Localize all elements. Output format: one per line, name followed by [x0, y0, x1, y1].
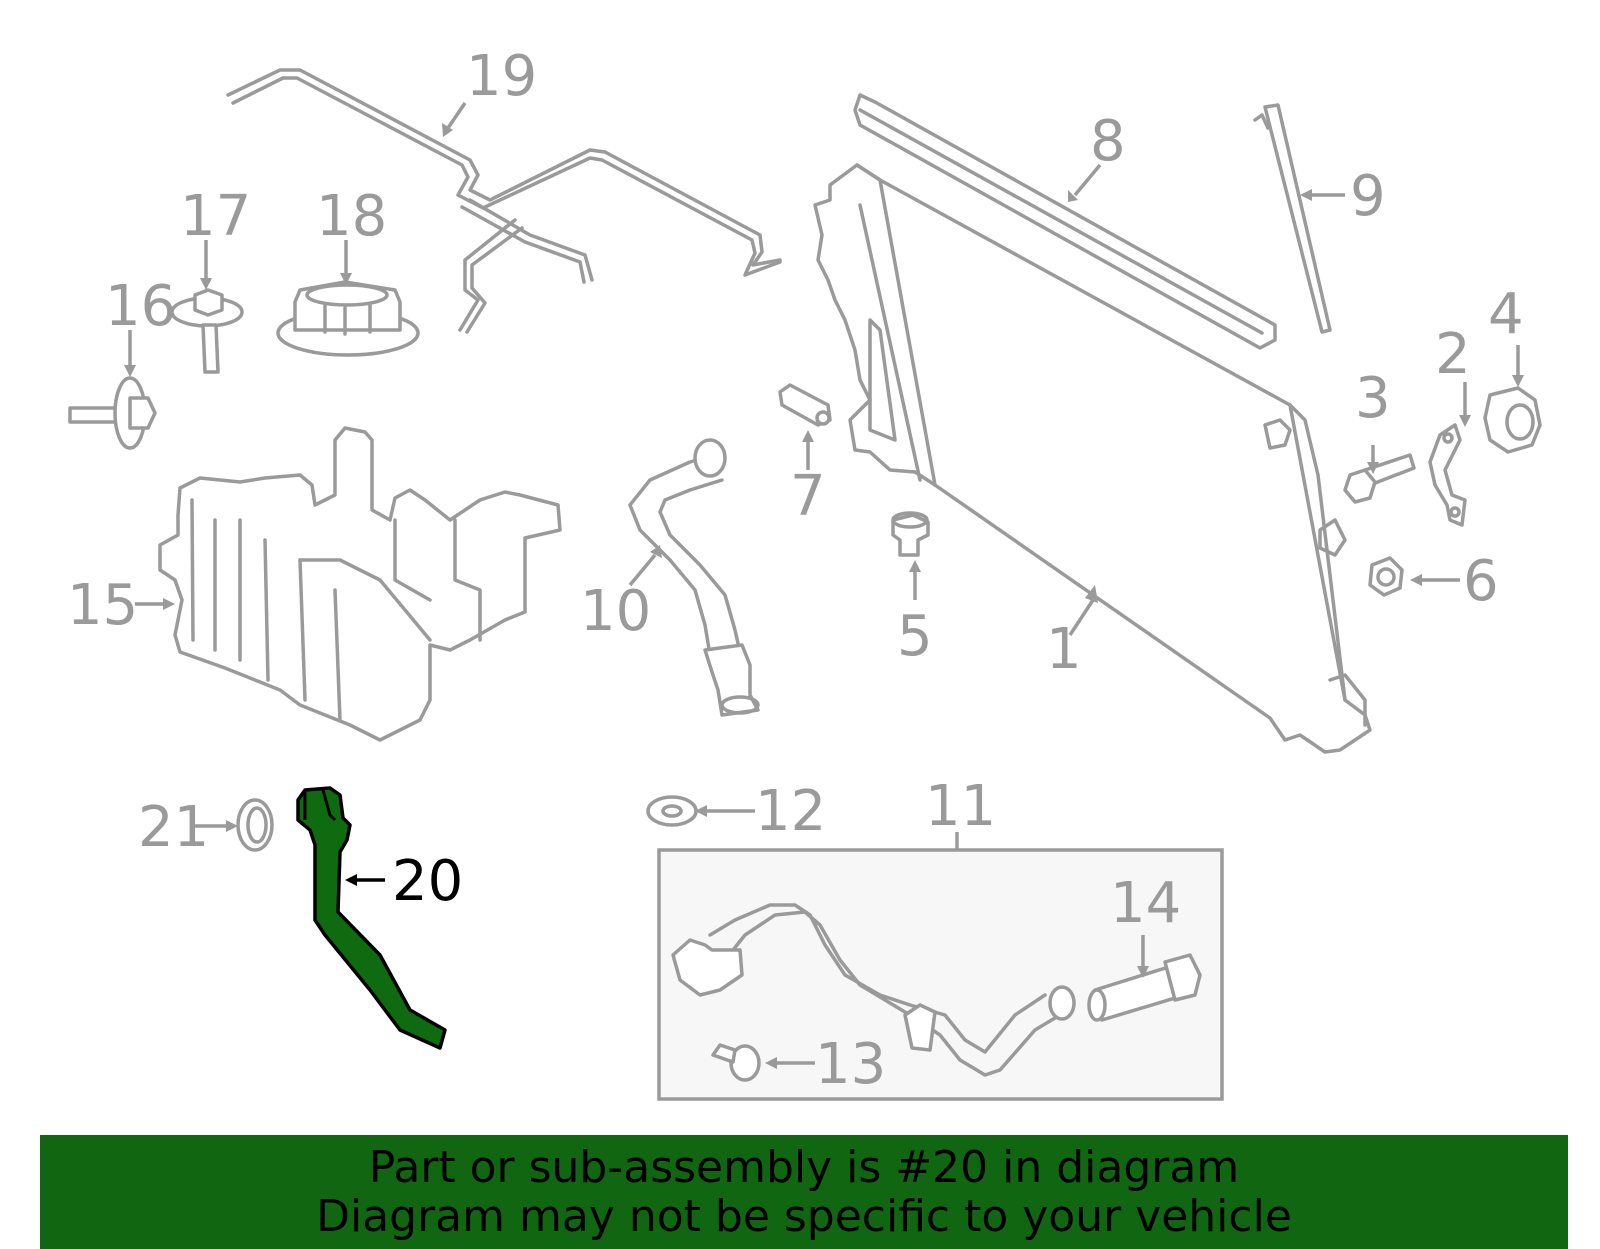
banner-line-2: Diagram may not be specific to your vehi… [316, 1191, 1292, 1242]
callout-20: 20 [392, 849, 463, 914]
callout-4: 4 [1488, 282, 1524, 347]
part-11-hose[interactable] [671, 903, 1076, 1077]
arrowhead [1137, 966, 1149, 978]
part-15-reservoir[interactable] [158, 426, 562, 742]
callout-21: 21 [138, 795, 209, 860]
part-17-bolt[interactable] [170, 288, 244, 374]
callout-15: 15 [67, 573, 138, 638]
part-3-bolt[interactable] [1343, 453, 1416, 504]
callout-12: 12 [755, 779, 826, 844]
arrowhead [1459, 415, 1471, 427]
arrowhead [695, 805, 707, 817]
callout-10: 10 [580, 579, 651, 644]
callout-7: 7 [790, 464, 826, 529]
part-6-nut[interactable] [1368, 556, 1404, 597]
arrowhead [124, 365, 136, 377]
part-18-cap[interactable] [276, 280, 420, 357]
callout-1: 1 [1046, 617, 1082, 682]
arrowhead [765, 1057, 777, 1069]
callout-16: 16 [105, 274, 176, 339]
part-2-bracket[interactable] [1428, 423, 1467, 527]
arrowhead [200, 278, 212, 290]
part-16-bolt[interactable] [68, 376, 157, 450]
part-14-plug[interactable] [1087, 953, 1202, 1022]
arrowhead [650, 545, 662, 558]
callout-3: 3 [1355, 366, 1391, 431]
part-5-grommet[interactable] [891, 511, 930, 557]
arrowhead [909, 560, 921, 572]
leader-lines [124, 102, 1524, 1069]
arrowhead [226, 820, 238, 832]
banner-line-1: Part or sub-assembly is #20 in diagram [368, 1142, 1240, 1193]
callout-9: 9 [1350, 164, 1386, 229]
callout-13: 13 [815, 1032, 886, 1097]
callout-19: 19 [466, 44, 537, 109]
callout-2: 2 [1435, 322, 1471, 387]
part-10-hose[interactable] [628, 438, 760, 717]
part-8-bar[interactable] [853, 93, 1277, 350]
callout-11: 11 [925, 774, 996, 839]
part-12-washer[interactable] [646, 795, 698, 827]
part-7-fitting[interactable] [778, 383, 832, 427]
part-4-clip[interactable] [1483, 386, 1542, 454]
arrowhead [1512, 375, 1524, 387]
part-1-radiator[interactable] [813, 163, 1372, 754]
arrowhead [442, 123, 453, 137]
info-banner: Part or sub-assembly is #20 in diagram D… [40, 1135, 1568, 1249]
part-19-tube[interactable] [226, 68, 782, 334]
callout-14: 14 [1110, 871, 1181, 936]
arrowhead [163, 598, 175, 610]
arrowhead [1367, 462, 1379, 474]
callout-5: 5 [897, 604, 933, 669]
callouts: 1 2 3 4 5 6 7 8 9 10 11 12 13 14 15 16 1… [67, 44, 1524, 1097]
arrowhead [1068, 190, 1078, 202]
arrowhead [340, 273, 352, 285]
callout-17: 17 [180, 184, 251, 249]
arrowhead [802, 430, 814, 442]
arrowhead [345, 874, 357, 886]
arrowhead [1410, 574, 1422, 586]
callout-18: 18 [316, 184, 387, 249]
part-20-hose-highlighted[interactable] [296, 786, 447, 1050]
arrowhead [1300, 189, 1312, 201]
part-9-rod[interactable] [1253, 103, 1332, 334]
callout-6: 6 [1463, 549, 1499, 614]
arrowhead [1085, 585, 1098, 603]
callout-8: 8 [1090, 109, 1126, 174]
part-13-clip[interactable] [711, 1043, 761, 1082]
part-21-o-ring[interactable] [236, 798, 274, 852]
